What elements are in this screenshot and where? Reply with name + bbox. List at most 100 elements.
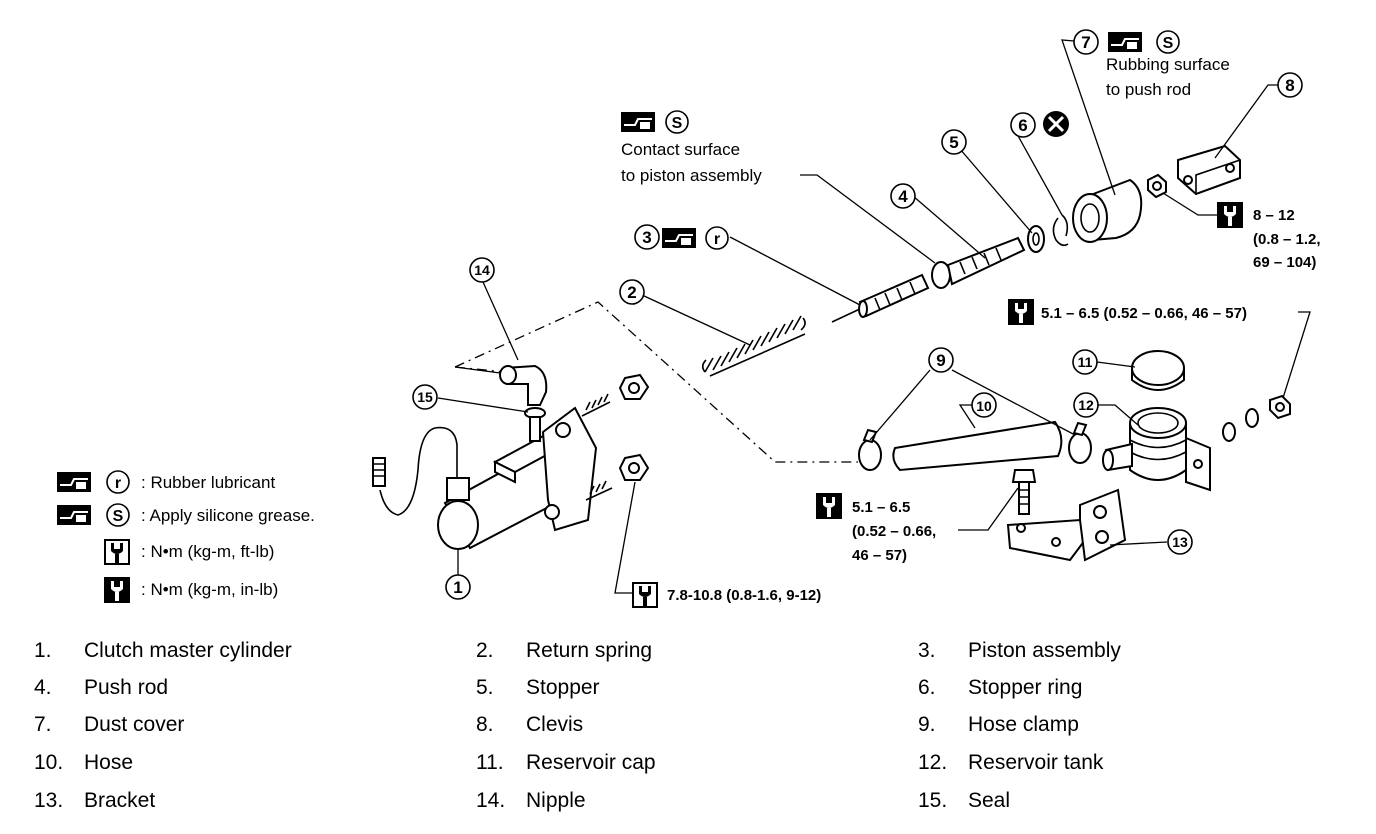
callout-7: 7 <box>1073 29 1099 55</box>
svg-text:10: 10 <box>976 398 992 414</box>
callout-4: 4 <box>890 183 916 209</box>
leader-14 <box>482 281 519 361</box>
svg-text:(0.8 – 1.2,: (0.8 – 1.2, <box>1253 231 1321 248</box>
replace-x-icon <box>1043 111 1069 137</box>
parts-row: 10.Hose 11.Reservoir cap 12.Reservoir ta… <box>0 748 1376 778</box>
piston-assembly <box>831 273 930 323</box>
leader-5 <box>953 141 1033 234</box>
reservoir-washer-1 <box>1222 422 1236 442</box>
svg-text:1: 1 <box>453 578 462 597</box>
legend-nm-inlb: : N•m (kg-m, in-lb) <box>104 577 278 603</box>
parts-list-item: 8.Clevis <box>476 713 584 736</box>
cylinder-mount-nut-upper <box>618 373 650 400</box>
svg-text:5.1 – 6.5 (0.52 – 0.66, 46 – 5: 5.1 – 6.5 (0.52 – 0.66, 46 – 57) <box>1041 305 1247 322</box>
svg-text:12: 12 <box>1078 397 1094 413</box>
leader-8 <box>1214 84 1278 159</box>
svg-text:r: r <box>115 475 121 492</box>
callout-6: 6 <box>1010 112 1036 138</box>
nipple-part <box>499 364 548 406</box>
clutch-master-cylinder <box>372 393 613 550</box>
parts-row: 1.Clutch master cylinder 2.Return spring… <box>0 636 1376 666</box>
svg-text:: N•m (kg-m, in-lb): : N•m (kg-m, in-lb) <box>141 580 278 599</box>
hose-part <box>892 420 1063 472</box>
callout-8: 8 <box>1277 72 1303 98</box>
callout-11: 11 <box>1072 349 1098 375</box>
svg-text:6: 6 <box>1018 116 1027 135</box>
rubbing-note-line1: Rubbing surface <box>1106 55 1230 74</box>
grease-symbol-contact: S <box>620 110 689 134</box>
reservoir-nut <box>1269 394 1291 420</box>
return-spring <box>701 315 806 377</box>
svg-text:5.1 – 6.5: 5.1 – 6.5 <box>852 499 910 516</box>
svg-text:S: S <box>672 115 683 132</box>
leader-9b <box>951 369 1076 436</box>
parts-list-item: 12.Reservoir tank <box>918 751 1104 774</box>
svg-text:3: 3 <box>642 228 651 247</box>
parts-list-item: 1.Clutch master cylinder <box>34 639 292 662</box>
leader-12 <box>1098 404 1139 426</box>
svg-text:5: 5 <box>949 133 958 152</box>
hose-clamp-right <box>1068 421 1092 464</box>
svg-text:14: 14 <box>474 262 490 278</box>
callout-15: 15 <box>412 384 438 410</box>
callout-3: 3 <box>634 224 660 250</box>
svg-text:: Rubber lubricant: : Rubber lubricant <box>141 473 275 492</box>
svg-text:11: 11 <box>1078 354 1093 370</box>
svg-text:r: r <box>714 231 720 248</box>
leader-10 <box>958 404 976 429</box>
torque-cylinder-nut: 7.8-10.8 (0.8-1.6, 9-12) <box>632 582 821 608</box>
leader-contact <box>800 174 936 264</box>
svg-text:4: 4 <box>898 187 908 206</box>
parts-list-item: 13.Bracket <box>34 789 156 812</box>
leader-9a <box>869 369 931 441</box>
leader-15 <box>437 397 529 413</box>
callout-5: 5 <box>941 129 967 155</box>
svg-text:7: 7 <box>1081 33 1090 52</box>
reservoir-tank-part <box>1102 407 1211 492</box>
parts-list-item: 14.Nipple <box>476 789 586 812</box>
grease-symbol-piston: r <box>661 226 729 250</box>
callout-10: 10 <box>971 392 997 418</box>
clevis-lock-nut <box>1147 173 1167 199</box>
leader-nipple-top <box>454 366 501 374</box>
push-rod <box>931 236 1026 289</box>
legend-rubber: r : Rubber lubricant <box>56 470 275 494</box>
callout-9: 9 <box>928 347 954 373</box>
stopper-ring-part <box>1052 217 1069 247</box>
clevis-part <box>1177 144 1241 196</box>
parts-list-item: 6.Stopper ring <box>918 676 1083 699</box>
svg-text:: N•m (kg-m, ft-lb): : N•m (kg-m, ft-lb) <box>141 542 274 561</box>
callout-1: 1 <box>445 574 471 600</box>
leader-13 <box>1109 541 1168 546</box>
parts-row: 7.Dust cover 8.Clevis 9.Hose clamp <box>0 710 1376 740</box>
parts-row: 4.Push rod 5.Stopper 6.Stopper ring <box>0 673 1376 703</box>
leader-11 <box>1096 361 1136 368</box>
reservoir-washer-2 <box>1245 408 1259 428</box>
torque-clevis: 8 – 12 (0.8 – 1.2, 69 – 104) <box>1217 202 1321 271</box>
callout-14: 14 <box>469 257 495 283</box>
leader-clevis-torque <box>1162 192 1217 216</box>
bracket-bolt <box>1011 469 1037 515</box>
svg-text:2: 2 <box>627 283 636 302</box>
torque-bracket: 5.1 – 6.5 (0.52 – 0.66, 46 – 57) <box>816 493 936 564</box>
parts-list-item: 5.Stopper <box>476 676 600 699</box>
callout-12: 12 <box>1073 392 1099 418</box>
contact-note-line1: Contact surface <box>621 140 740 159</box>
svg-text:9: 9 <box>936 351 945 370</box>
parts-list-item: 7.Dust cover <box>34 713 185 736</box>
svg-text:7.8-10.8 (0.8-1.6, 9-12): 7.8-10.8 (0.8-1.6, 9-12) <box>667 587 821 604</box>
parts-list-item: 15.Seal <box>918 789 1011 812</box>
svg-text:8: 8 <box>1285 76 1294 95</box>
parts-list: 1.Clutch master cylinder 2.Return spring… <box>0 632 1376 832</box>
leader-reservoir-torque <box>1282 311 1311 399</box>
rubbing-note-line2: to push rod <box>1106 80 1191 99</box>
parts-list-item: 10.Hose <box>34 751 134 774</box>
parts-list-item: 4.Push rod <box>34 676 169 699</box>
legend-nm-ftlb: : N•m (kg-m, ft-lb) <box>104 539 274 565</box>
svg-text:15: 15 <box>417 389 433 405</box>
parts-list-item: 2.Return spring <box>476 639 653 662</box>
legend-silicone: S : Apply silicone grease. <box>56 503 315 527</box>
grease-symbol-dust-cover: S <box>1107 30 1180 54</box>
leader-3 <box>729 236 861 306</box>
